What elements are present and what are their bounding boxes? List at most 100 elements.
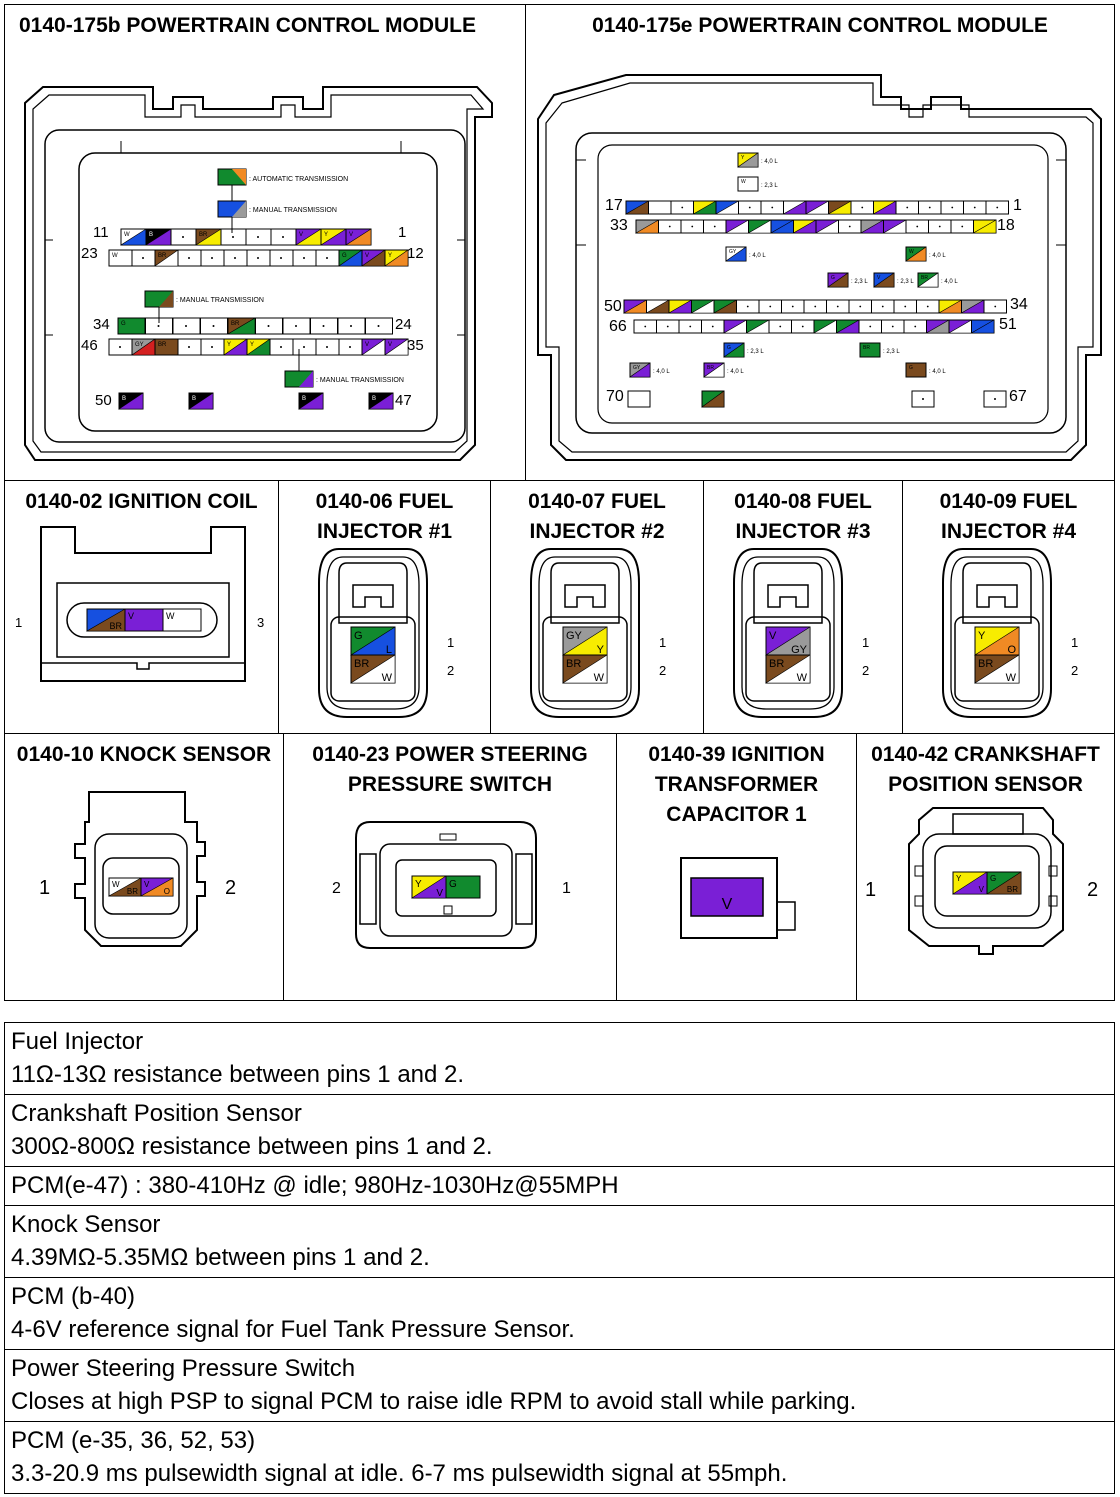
- knock-sensor-pin-2-wire: VO: [139, 877, 174, 897]
- note-pcm-e35: PCM (e-35, 36, 52, 53) 3.3-20.9 ms pulse…: [5, 1422, 1114, 1493]
- pcm-e-row4-pin: [745, 319, 770, 334]
- knock-sensor-pin-2: 2: [225, 877, 237, 899]
- pcm-e-row4-pin: [903, 319, 927, 334]
- pcm-e-row2-pin: [769, 219, 794, 234]
- ps-switch-pin-1: 1: [562, 880, 571, 897]
- ckp-sensor-pin-2-wire: GBR: [985, 871, 1022, 895]
- svg-text:BR: BR: [1007, 885, 1018, 894]
- ignition-coil-pin-2-wire: V: [124, 608, 164, 632]
- pcm-b-row1-pin: V: [294, 228, 322, 246]
- pcm-b-housing: [24, 86, 493, 461]
- pcm-e-row1-pin: [804, 200, 829, 215]
- note-body: 300Ω-800Ω resistance between pins 1 and …: [11, 1133, 493, 1160]
- pcm-b-row2-pin: V: [361, 249, 386, 267]
- svg-text:BR: BR: [978, 658, 993, 670]
- svg-text:G: G: [909, 365, 913, 371]
- svg-text:G: G: [449, 879, 457, 890]
- pcm-e-callout-wire: V: [873, 272, 895, 288]
- note-knock-sensor: Knock Sensor 4.39MΩ-5.35MΩ between pins …: [5, 1206, 1114, 1278]
- pcm-b-row4-pin: [269, 338, 294, 356]
- pcm-e-pin-17: 17: [605, 197, 623, 214]
- pcm-e-row4-pin: [701, 319, 725, 334]
- ckp-sensor-pin-1: 1: [865, 879, 877, 901]
- pcm-e-pin-bottom: [701, 390, 725, 408]
- pcm-b-row3-pin: BR: [226, 317, 256, 335]
- pcm-e-pin-33: 33: [610, 217, 628, 234]
- ign-capacitor-wire-label: V: [722, 896, 733, 913]
- pcm-b-row4-pin: V: [361, 338, 386, 356]
- pcm-e-pin-67-cavity: [983, 390, 1007, 408]
- ps-switch-pin-1-wire: G: [445, 875, 481, 899]
- injector-3-pin-2: 2: [862, 663, 869, 678]
- svg-text:Y: Y: [250, 342, 254, 348]
- pcm-b-row4-pin: GY: [131, 338, 156, 356]
- svg-text:B: B: [192, 396, 196, 402]
- svg-text:V: V: [388, 342, 392, 348]
- pcm-b-pin-23: 23: [81, 245, 98, 262]
- svg-text:GY: GY: [791, 644, 808, 656]
- pcm-e-row2-pin: [950, 219, 974, 234]
- pcm-e-row1-pin: [782, 200, 807, 215]
- note-head: Knock Sensor: [11, 1211, 161, 1238]
- svg-text:Y: Y: [978, 630, 986, 642]
- injector-4-pin-2-wire: BRW: [973, 654, 1020, 684]
- svg-text:G: G: [727, 345, 731, 351]
- pcm-b-pin-1: 1: [398, 224, 407, 241]
- injector-1-pin-2-wire: BRW: [349, 654, 396, 684]
- svg-text:G: G: [342, 253, 347, 259]
- knock-sensor-pin-1-wire: WBR: [107, 877, 142, 897]
- pcm-e-pin-50: 50: [604, 298, 622, 315]
- note-head: Fuel Injector: [11, 1028, 144, 1055]
- note-ps-switch: Power Steering Pressure Switch Closes at…: [5, 1350, 1114, 1422]
- pcm-e-callout-wire: BR: [859, 342, 881, 358]
- svg-text:V: V: [769, 630, 777, 642]
- pcm-b-row4-pin: [338, 338, 363, 356]
- pcm-b-row4-pin: [315, 338, 340, 356]
- pcm-e-row1-pin: [648, 200, 672, 215]
- pcm-e-row3-pin: [667, 299, 692, 314]
- svg-text:W: W: [166, 611, 175, 621]
- pcm-e-callout-wire: W: [737, 176, 759, 192]
- svg-text:B: B: [149, 232, 153, 238]
- svg-text:BR: BR: [354, 658, 369, 670]
- pcm-e-pin-34: 34: [1010, 296, 1028, 313]
- ign-capacitor-title: 0140-39 IGNITION TRANSFORMER CAPACITOR 1: [648, 743, 825, 826]
- pcm-b-row2-pin: W: [108, 249, 133, 267]
- injector-1-pin-2: 2: [447, 663, 454, 678]
- pcm-e-row2-pin: [680, 219, 704, 234]
- ign-capacitor-connector: V: [680, 857, 796, 939]
- pcm-e-row4-pin: [812, 319, 837, 334]
- pcm-e-row2-pin: [859, 219, 884, 234]
- pcm-e-callout-label: : 2,3 L: [747, 349, 764, 355]
- pcm-e-row2-pin: [747, 219, 772, 234]
- pcm-b-row4-pin: V: [384, 338, 409, 356]
- svg-text:W: W: [741, 179, 746, 185]
- ign-capacitor-panel: 0140-39 IGNITION TRANSFORMER CAPACITOR 1…: [616, 733, 857, 1001]
- pcm-e-row1-pin: [827, 200, 852, 215]
- svg-text:W: W: [124, 232, 130, 238]
- note-pcm-b40: PCM (b-40) 4-6V reference signal for Fue…: [5, 1278, 1114, 1350]
- pcm-e-row4-pin: [768, 319, 792, 334]
- pcm-e-callout-wire: G: [723, 342, 745, 358]
- svg-text:GY: GY: [566, 630, 583, 642]
- pcm-e-row2-pin: [882, 219, 907, 234]
- pcm-b-pin-47: 47: [395, 392, 412, 409]
- pcm-e-row2-pin: [703, 219, 727, 234]
- pcm-e-row3-pin: [826, 299, 850, 314]
- pcm-e-callout-label: : 2,3 L: [851, 279, 868, 285]
- pcm-e-row3-pin: [937, 299, 962, 314]
- svg-text:L: L: [386, 644, 392, 656]
- pcm-b-pin-46: 46: [81, 337, 98, 354]
- pcm-e-pin-66: 66: [609, 318, 627, 335]
- pcm-e-row4-pin: [925, 319, 950, 334]
- ign-capacitor-wire-v: [690, 877, 764, 917]
- svg-text:BR: BR: [566, 658, 581, 670]
- pcm-e-row2-pin: [658, 219, 682, 234]
- pcm-b-row1-pin: Y: [319, 228, 347, 246]
